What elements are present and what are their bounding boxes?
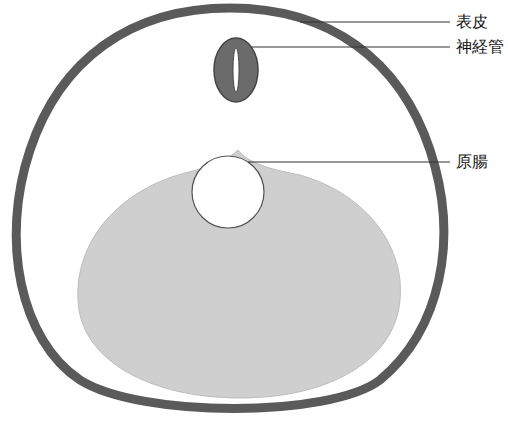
part-label: 表皮 [456, 12, 488, 32]
part-label: 神経管 [456, 37, 504, 57]
archenteron [192, 156, 264, 228]
leader-line [251, 47, 450, 48]
leader-line [300, 22, 450, 23]
leader-line [248, 162, 450, 163]
neural-tube [214, 38, 258, 102]
epidermis-outline [16, 8, 444, 409]
endoderm-mass [78, 150, 401, 398]
part-label: 原腸 [456, 152, 488, 172]
neural-canal [233, 48, 239, 92]
